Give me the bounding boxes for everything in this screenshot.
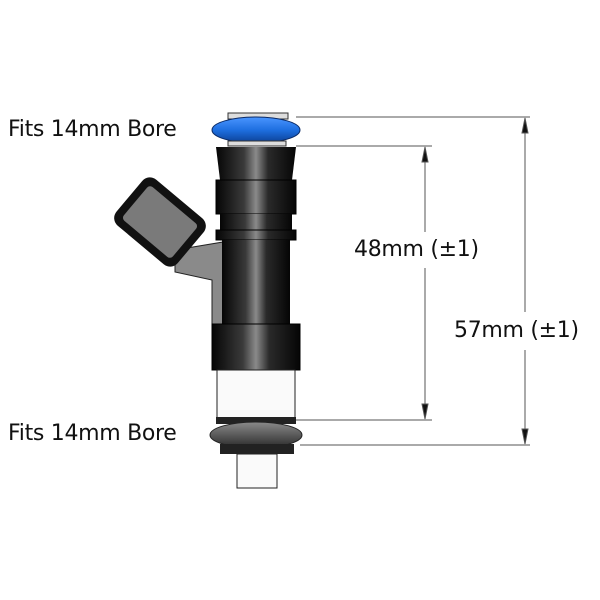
inner-dimension-label: 48mm (±1) bbox=[354, 237, 479, 262]
dimension-lines bbox=[296, 116, 530, 446]
top-bore-label: Fits 14mm Bore bbox=[8, 117, 177, 142]
bottom-bore-label: Fits 14mm Bore bbox=[8, 421, 177, 446]
electrical-connector bbox=[114, 177, 206, 267]
top-oring bbox=[211, 116, 301, 144]
injector-tip bbox=[236, 453, 278, 489]
outer-dimension-label: 57mm (±1) bbox=[454, 318, 579, 343]
